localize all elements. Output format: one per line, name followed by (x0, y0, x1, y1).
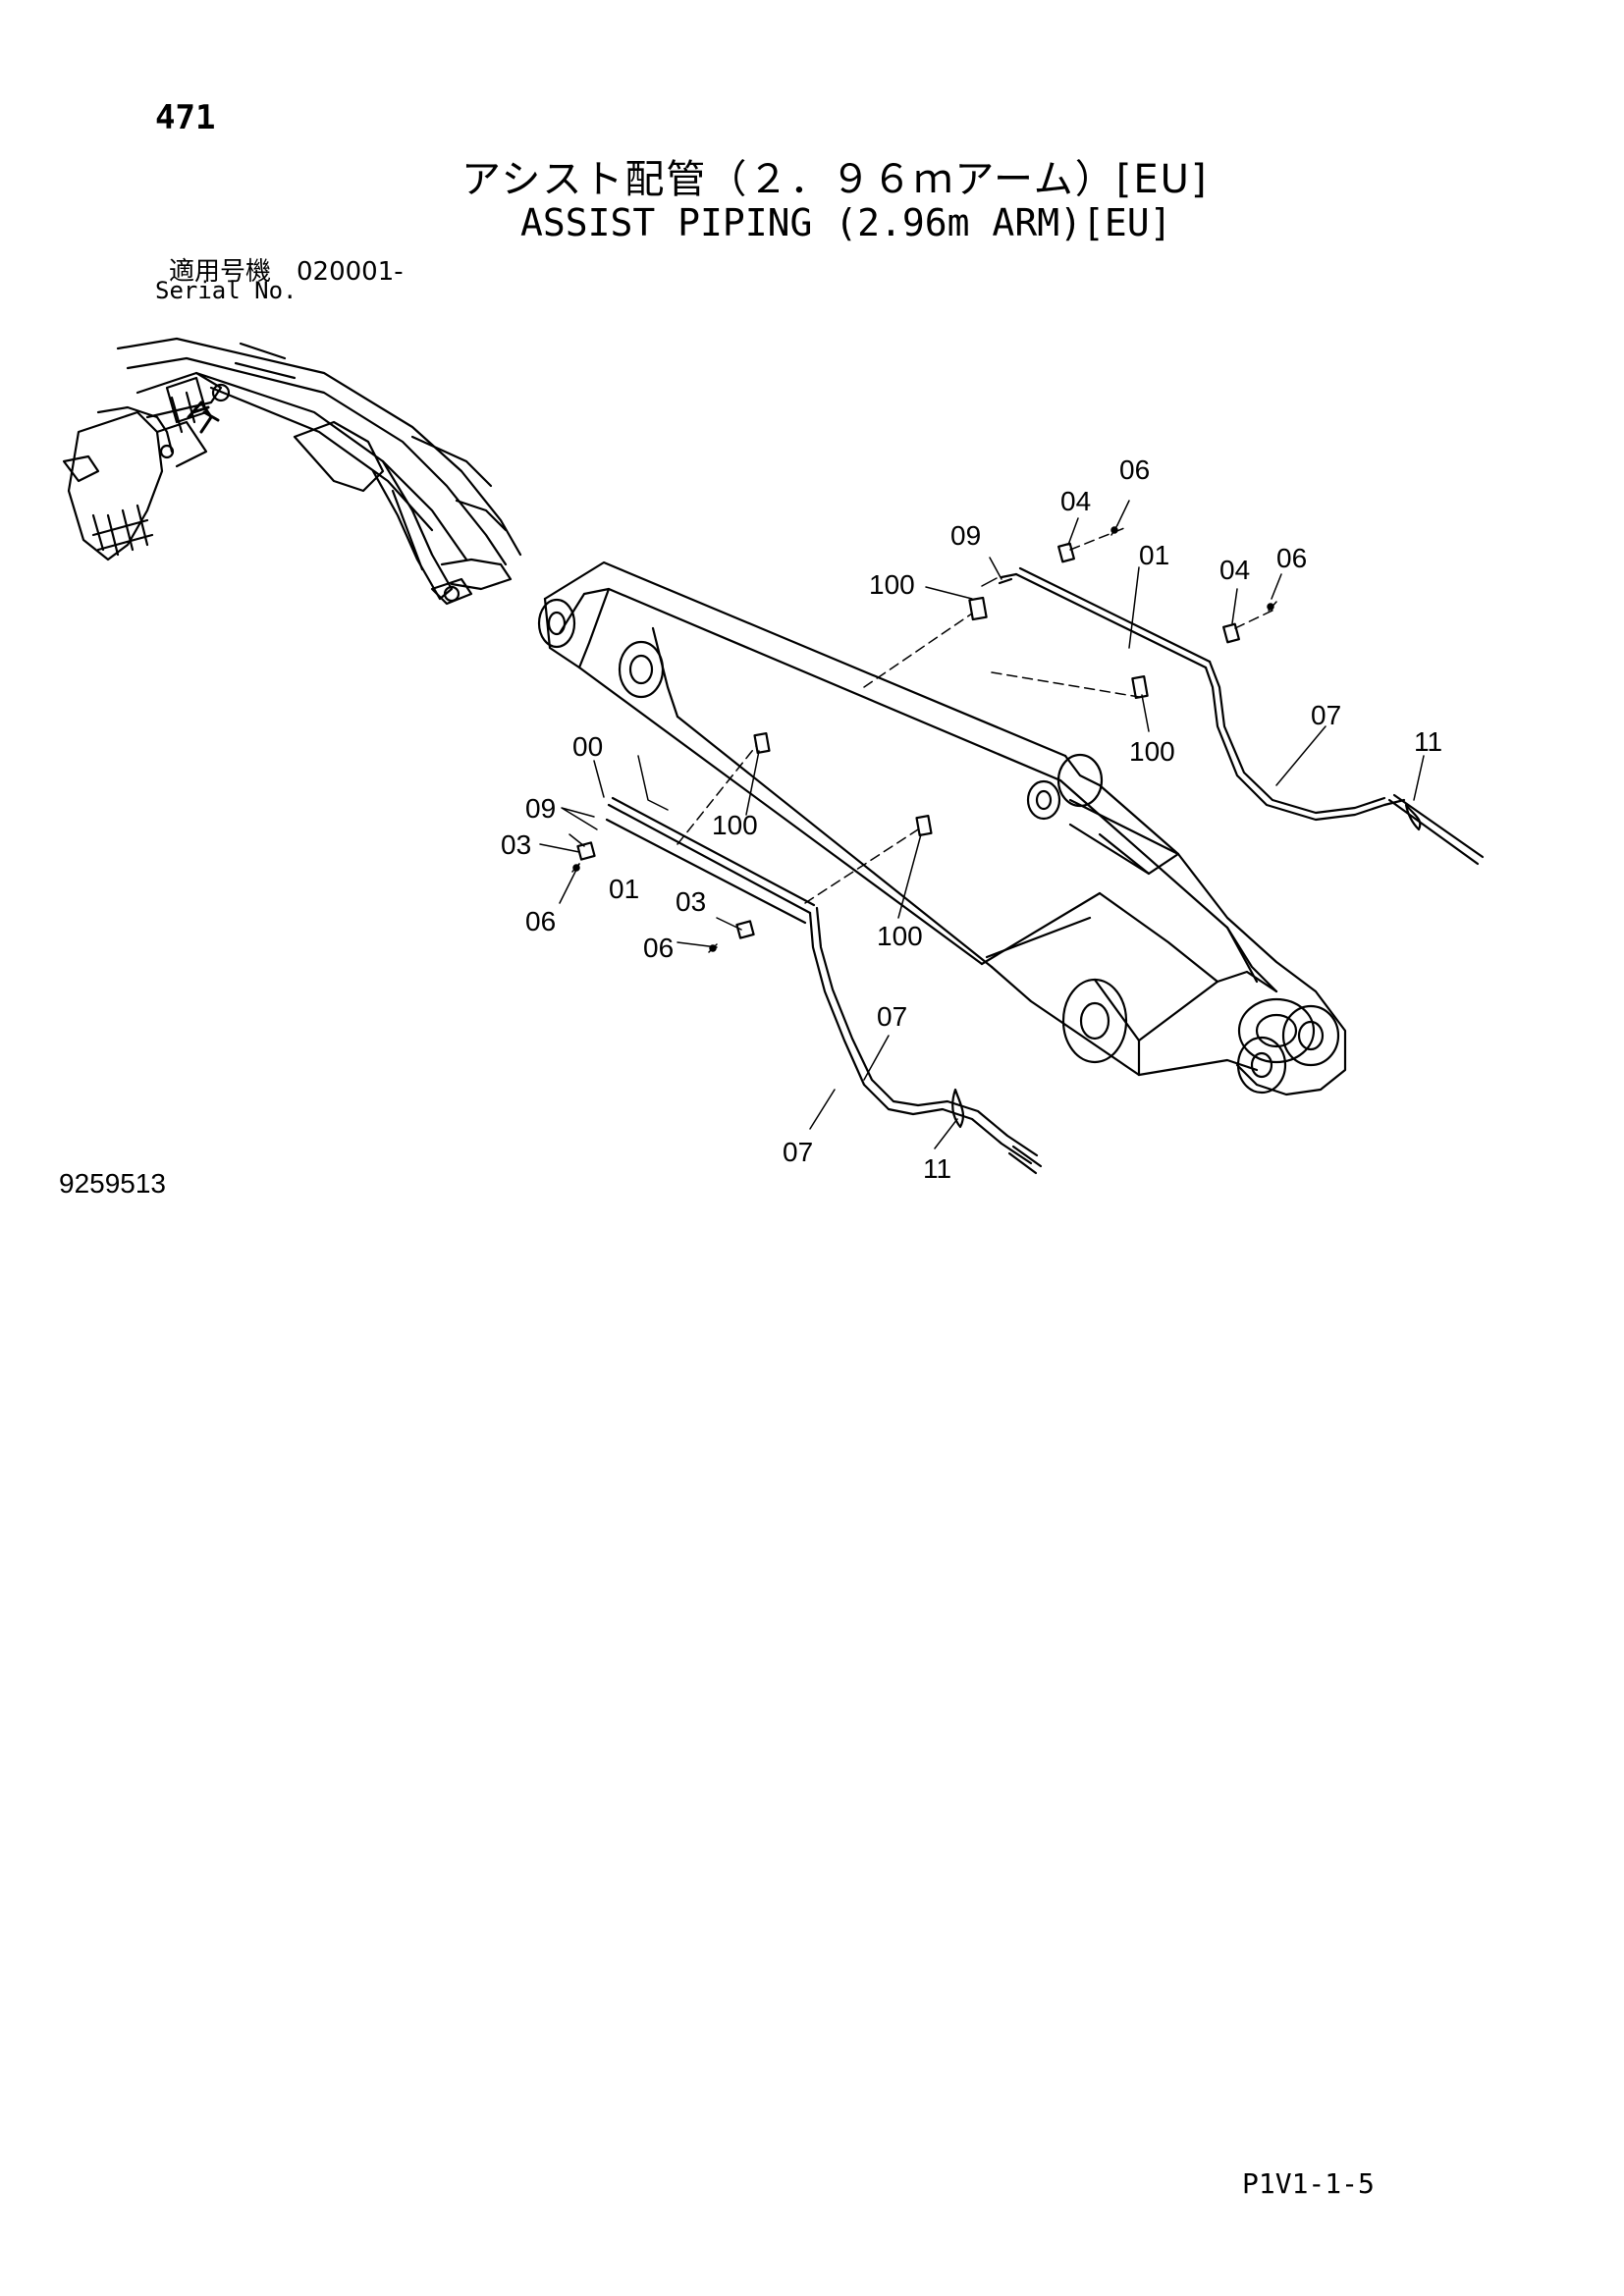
page-number: 471 (155, 98, 216, 137)
callout-07-upper: 07 (1311, 700, 1341, 730)
callout-07-lower-b: 07 (783, 1137, 813, 1167)
callout-04-upper-b: 04 (1219, 555, 1250, 585)
serial-applicable-label: 適用号機 020001- (169, 257, 404, 287)
page-code: P1V1-1-5 (1242, 2167, 1375, 2200)
title-english: ASSIST PIPING (2.96m ARM)[EU] (520, 201, 1172, 244)
drawing-number: 9259513 (59, 1168, 167, 1199)
callout-03-lower-a: 03 (501, 829, 531, 860)
callout-09-upper: 09 (950, 520, 981, 551)
callout-06-upper-a: 06 (1119, 454, 1150, 485)
leader-lines (539, 500, 1425, 1149)
callout-03-lower-b: 03 (676, 886, 706, 917)
callout-100-lower-a: 100 (712, 810, 758, 840)
bolt-icons (571, 524, 1277, 953)
callout-100-upper-a: 100 (869, 569, 915, 600)
excavator-overview-illustration (62, 337, 522, 606)
upper-piping-assembly (863, 527, 1485, 866)
callout-11-upper: 11 (1414, 726, 1442, 757)
title-japanese: アシスト配管（２．９６ｍアーム）[EU] (461, 157, 1209, 202)
arm-body (537, 561, 1347, 1096)
callout-00: 00 (572, 731, 603, 762)
serial-no-label: Serial No. (155, 277, 298, 304)
callout-07-lower-a: 07 (877, 1001, 907, 1032)
lower-piping-assembly (568, 731, 1043, 1175)
callout-01-upper: 01 (1139, 540, 1169, 570)
callout-100-lower-b: 100 (877, 921, 923, 951)
callout-06-upper-b: 06 (1276, 543, 1307, 573)
callout-11-lower: 11 (923, 1153, 951, 1184)
callout-100-upper-b: 100 (1129, 736, 1175, 767)
callout-01-lower: 01 (609, 874, 639, 904)
callout-06-lower-b: 06 (643, 933, 674, 963)
callout-04-upper-a: 04 (1060, 486, 1091, 516)
callout-06-lower-a: 06 (525, 906, 556, 936)
callout-09-lower: 09 (525, 793, 556, 824)
